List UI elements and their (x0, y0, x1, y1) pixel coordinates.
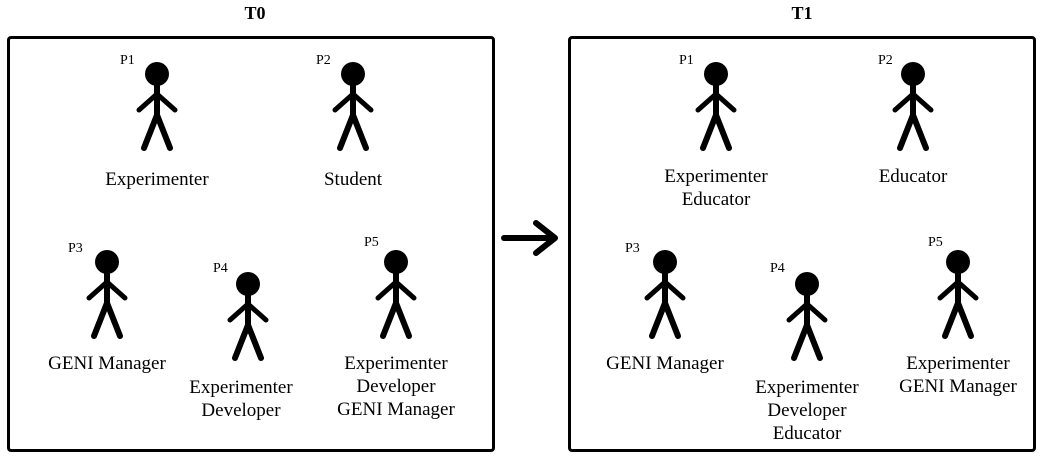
role-label: GENI Manager (606, 353, 724, 374)
role-label: GENI Manager (337, 399, 455, 420)
person-label-p4-t0: P4 (213, 261, 228, 276)
person-label-p2-t0: P2 (316, 53, 331, 68)
role-label: Educator (772, 423, 842, 444)
person-label-p3-t0: P3 (68, 241, 83, 256)
person-label-p2-t1: P2 (878, 53, 893, 68)
roles-p4-t0: Experimenter Developer (146, 376, 336, 422)
person-figure-icon (127, 60, 187, 150)
role-label: Experimenter (755, 377, 859, 398)
panel-title-t0: T0 (244, 3, 266, 23)
roles-p1-t1: Experimenter Educator (621, 165, 811, 211)
role-label: GENI Manager (48, 353, 166, 374)
person-label-p1-t1: P1 (679, 53, 694, 68)
role-label: Experimenter (189, 377, 293, 398)
person-figure-icon (366, 248, 426, 338)
panel-title-t1: T1 (791, 3, 813, 23)
person-figure-icon (218, 270, 278, 360)
role-label: Educator (681, 189, 751, 210)
roles-p3-t1: GENI Manager (570, 352, 760, 375)
role-label: Experimenter (664, 166, 768, 187)
person-label-p1-t0: P1 (120, 53, 135, 68)
person-label-p3-t1: P3 (625, 241, 640, 256)
role-label: GENI Manager (899, 376, 1017, 397)
roles-p2-t1: Educator (818, 165, 1008, 188)
role-label: Developer (356, 376, 436, 397)
role-label: Developer (201, 400, 281, 421)
person-figure-icon (686, 60, 746, 150)
person-figure-icon (323, 60, 383, 150)
person-label-p5-t0: P5 (364, 235, 379, 250)
person-figure-icon (928, 248, 988, 338)
roles-p5-t0: Experimenter Developer GENI Manager (301, 352, 491, 421)
panel-t1 (568, 36, 1036, 452)
person-label-p5-t1: P5 (928, 235, 943, 250)
transition-arrow-icon (501, 220, 558, 256)
person-figure-icon (883, 60, 943, 150)
roles-p3-t0: GENI Manager (12, 352, 202, 375)
role-label: Experimenter (105, 169, 209, 190)
roles-p1-t0: Experimenter (62, 168, 252, 191)
role-label: Educator (878, 166, 948, 187)
role-label: Student (323, 169, 383, 190)
person-figure-icon (77, 248, 137, 338)
person-label-p4-t1: P4 (770, 261, 785, 276)
person-figure-icon (635, 248, 695, 338)
person-figure-icon (777, 270, 837, 360)
panel-t0 (7, 36, 495, 452)
role-label: Experimenter (906, 353, 1010, 374)
role-label: Experimenter (344, 353, 448, 374)
role-label: Developer (767, 400, 847, 421)
roles-p4-t1: Experimenter Developer Educator (712, 376, 902, 445)
roles-p2-t0: Student (258, 168, 448, 191)
roles-p5-t1: Experimenter GENI Manager (863, 352, 1042, 398)
